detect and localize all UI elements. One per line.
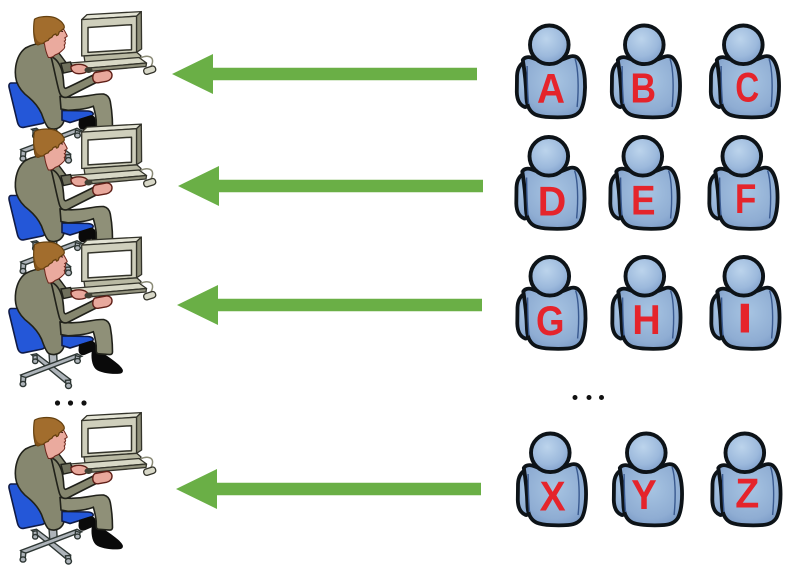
svg-text:B: B: [631, 65, 657, 112]
svg-text:X: X: [540, 473, 566, 520]
svg-text:G: G: [536, 297, 565, 344]
svg-text:H: H: [632, 296, 661, 343]
svg-text:F: F: [735, 175, 757, 222]
svg-text:Z: Z: [735, 470, 759, 517]
svg-text:C: C: [735, 64, 759, 111]
svg-text:I: I: [737, 295, 753, 342]
svg-text:Y: Y: [631, 471, 657, 518]
svg-text:E: E: [631, 177, 656, 224]
svg-text:A: A: [537, 65, 565, 112]
svg-text:D: D: [538, 178, 567, 225]
